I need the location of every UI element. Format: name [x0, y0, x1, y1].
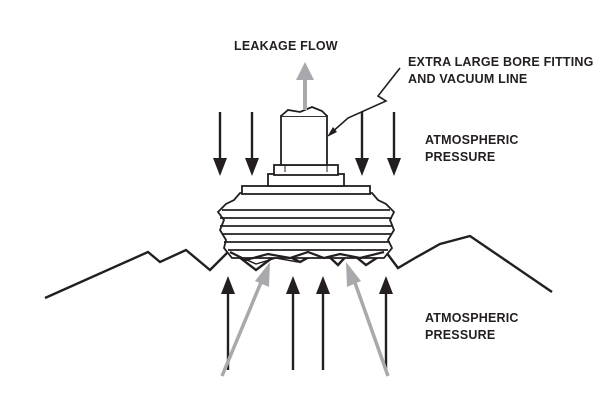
arrow-down-icon	[213, 112, 227, 176]
suction-cup	[216, 106, 396, 265]
arrow-down-icon	[355, 112, 369, 176]
leakage-flow-arrow-icon	[296, 62, 314, 110]
fitting-leader-arrowhead	[327, 127, 337, 137]
fitting-leader-line	[329, 67, 401, 135]
atmospheric-pressure-upper-label: ATMOSPHERIC PRESSURE	[425, 133, 519, 164]
atmospheric-pressure-lower-label: ATMOSPHERIC PRESSURE	[425, 311, 519, 342]
fitting-label: EXTRA LARGE BORE FITTING AND VACUUM LINE	[408, 55, 594, 86]
arrow-up-icon	[316, 276, 330, 370]
arrow-down-icon	[387, 112, 401, 176]
arrow-up-icon	[286, 276, 300, 370]
arrow-up-gray-icon	[220, 262, 270, 377]
arrow-up-icon	[221, 276, 235, 370]
leakage-flow-label: LEAKAGE FLOW	[234, 39, 338, 53]
arrow-down-icon	[245, 112, 259, 176]
arrow-up-icon	[379, 276, 393, 370]
arrow-up-gray-icon	[346, 262, 390, 377]
